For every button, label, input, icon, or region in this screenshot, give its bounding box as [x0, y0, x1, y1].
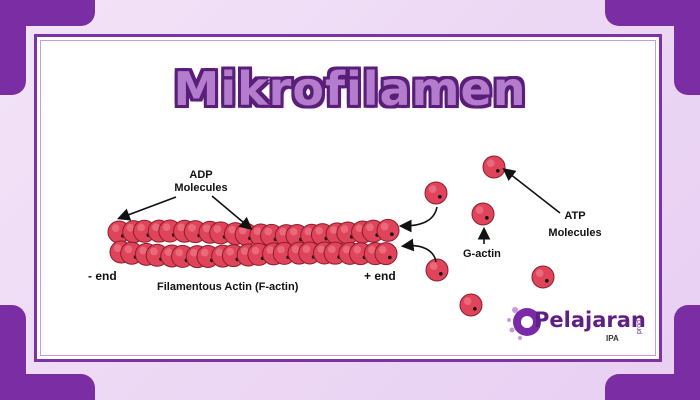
actin-monomer-top [376, 218, 400, 242]
corner-tab-bottom-right-side [674, 305, 700, 400]
adp-arrow-right [211, 195, 253, 231]
pelajaran-logo-icon [507, 307, 541, 340]
content-frame [34, 34, 662, 362]
g-actin-monomer [531, 265, 555, 289]
logo-wordmark: Pelajaran [534, 308, 646, 332]
g-actin-monomer [471, 202, 495, 226]
arrow-lower-to-plus-end [400, 238, 437, 263]
g-actin-monomers [424, 155, 555, 317]
g-actin-monomer [459, 293, 483, 317]
adp-arrow-left [117, 196, 177, 221]
adp-label-line1: ADP [189, 169, 212, 181]
page-title: Mikrofilamen [173, 62, 527, 116]
g-actin-monomer [424, 181, 448, 205]
minus-end-label: - end [88, 269, 117, 283]
atp-label-line1: ATP [564, 210, 585, 222]
logo-tag: prod [636, 319, 643, 334]
plus-end-label: + end [364, 269, 396, 283]
g-actin-monomer [482, 155, 506, 179]
atp-arrow [502, 168, 561, 214]
g-actin-label: G-actin [463, 248, 501, 260]
corner-tab-top-right-side [674, 0, 700, 95]
logo-subtext: IPA [606, 334, 619, 343]
actin-monomer-bottom [374, 242, 398, 266]
corner-tab-bottom-left-side [0, 305, 26, 400]
content-frame-inner-border [40, 40, 656, 356]
arrow-upper-to-plus-end [398, 206, 438, 233]
f-actin-label: Filamentous Actin (F-actin) [157, 281, 299, 293]
atp-label-line2: Molecules [548, 227, 601, 239]
f-actin-filament [107, 218, 400, 269]
g-actin-monomer [425, 258, 449, 282]
corner-tab-top-left-side [0, 0, 26, 95]
adp-label-line2: Molecules [174, 182, 227, 194]
